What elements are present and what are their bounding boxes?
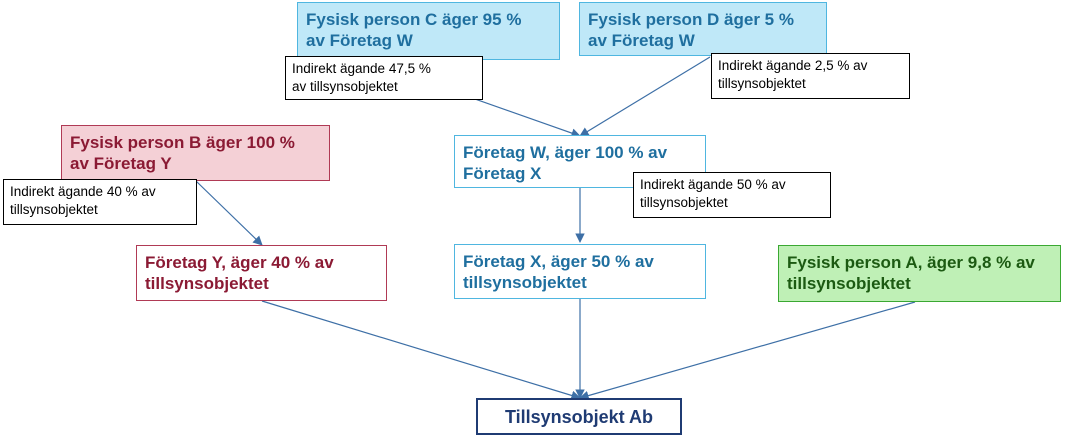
node-person-c: Fysisk person C äger 95 % av Företag W: [297, 2, 560, 60]
node-person-b-line-2: av Företag Y: [70, 154, 172, 173]
node-person-b-line-1: Fysisk person B äger 100 %: [70, 133, 295, 152]
node-foretag-w-line-1: Företag W, äger 100 % av: [463, 143, 668, 162]
note-person-b: Indirekt ägande 40 % av tillsynsobjektet: [3, 179, 197, 225]
node-foretag-y-line-2: tillsynsobjektet: [145, 274, 269, 293]
edge-b-to-y: [195, 180, 263, 246]
node-person-c-line-1: Fysisk person C äger 95 %: [306, 10, 522, 29]
note-person-d-line-2: tillsynsobjektet: [718, 76, 806, 91]
edge-y-to-target: [261, 300, 581, 401]
note-person-b-line-1: Indirekt ägande 40 % av: [10, 184, 156, 199]
node-foretag-x-line-2: tillsynsobjektet: [463, 273, 587, 292]
edge-a-to-target: [579, 301, 916, 401]
note-foretag-w-line-1: Indirekt ägande 50 % av: [640, 177, 786, 192]
node-person-b: Fysisk person B äger 100 % av Företag Y: [61, 125, 330, 181]
node-person-d: Fysisk person D äger 5 % av Företag W: [579, 2, 827, 56]
note-person-c-line-1: Indirekt ägande 47,5 %: [292, 61, 431, 76]
node-foretag-x: Företag X, äger 50 % av tillsynsobjektet: [454, 244, 706, 299]
node-foretag-y-line-1: Företag Y, äger 40 % av: [145, 253, 334, 272]
node-person-d-line-2: av Företag W: [588, 31, 695, 50]
node-person-a-line-1: Fysisk person A, äger 9,8 % av: [787, 253, 1035, 272]
note-foretag-w-line-2: tillsynsobjektet: [640, 195, 728, 210]
note-person-c: Indirekt ägande 47,5 % av tillsynsobjekt…: [285, 56, 483, 100]
note-person-d: Indirekt ägande 2,5 % av tillsynsobjekte…: [711, 53, 910, 99]
note-person-b-line-2: tillsynsobjektet: [10, 202, 98, 217]
node-person-c-line-2: av Företag W: [306, 31, 413, 50]
node-person-d-line-1: Fysisk person D äger 5 %: [588, 10, 794, 29]
node-person-a: Fysisk person A, äger 9,8 % av tillsynso…: [778, 245, 1061, 302]
node-foretag-w-line-2: Företag X: [463, 164, 542, 183]
edge-d-to-w: [579, 56, 711, 137]
note-foretag-w: Indirekt ägande 50 % av tillsynsobjektet: [633, 172, 831, 218]
note-person-d-line-1: Indirekt ägande 2,5 % av: [718, 58, 868, 73]
note-person-c-line-2: av tillsynsobjektet: [292, 79, 398, 94]
node-target: Tillsynsobjekt Ab: [476, 398, 682, 435]
node-foretag-x-line-1: Företag X, äger 50 % av: [463, 252, 654, 271]
node-person-a-line-2: tillsynsobjektet: [787, 274, 911, 293]
node-foretag-y: Företag Y, äger 40 % av tillsynsobjektet: [136, 245, 387, 301]
